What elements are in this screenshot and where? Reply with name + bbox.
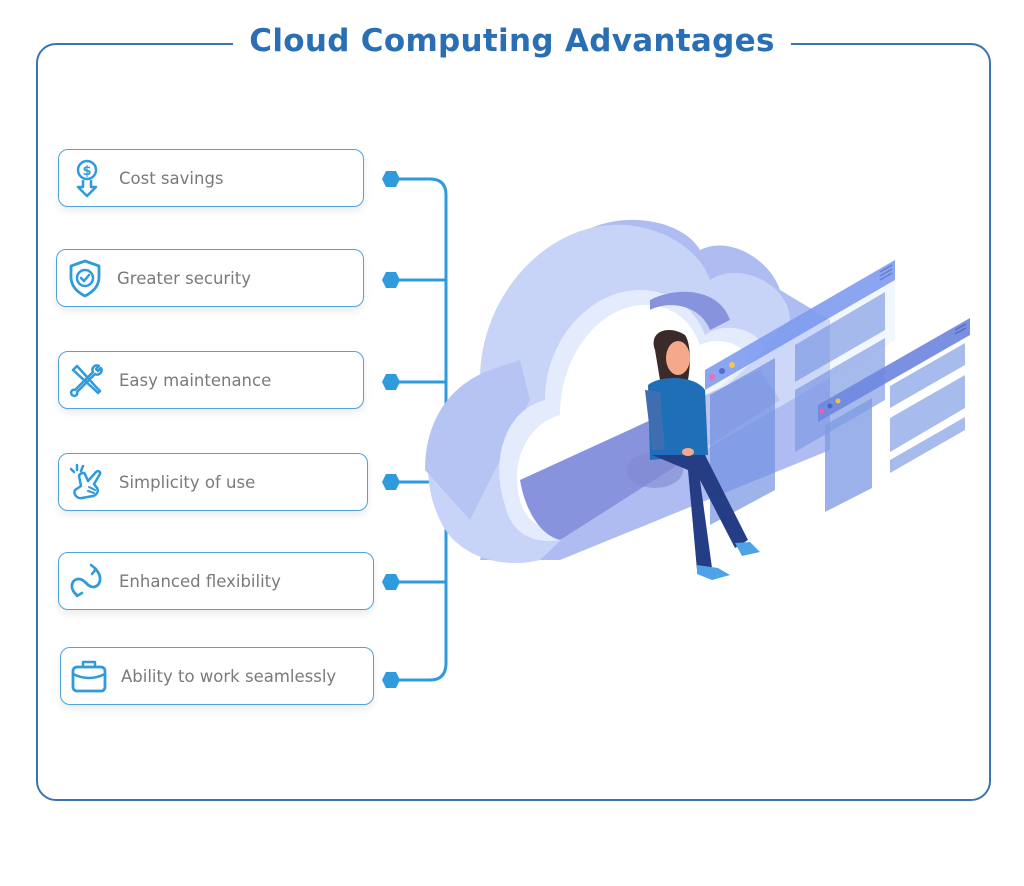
person-figure: [627, 330, 760, 580]
browser-window-large: [705, 260, 895, 525]
hand-click-icon: [67, 462, 107, 502]
advantage-card-greater-security: Greater security: [56, 249, 364, 307]
advantage-card-cost-savings: $ Cost savings: [58, 149, 364, 207]
advantage-label: Easy maintenance: [119, 370, 272, 390]
advantage-card-simplicity-of-use: Simplicity of use: [58, 453, 368, 511]
node-dot-6: [382, 672, 400, 688]
node-dot-5: [382, 574, 400, 590]
advantage-label: Ability to work seamlessly: [121, 666, 337, 686]
advantage-label: Cost savings: [119, 168, 224, 188]
browser-window-small: [818, 318, 970, 512]
node-dot-2: [382, 272, 400, 288]
advantage-card-easy-maintenance: Easy maintenance: [58, 351, 364, 409]
shield-check-icon: [65, 258, 105, 298]
node-dot-3: [382, 374, 400, 390]
cloud-shape: [425, 219, 830, 564]
wrench-screwdriver-icon: [67, 360, 107, 400]
svg-text:$: $: [82, 164, 91, 179]
node-dot-1: [382, 171, 400, 187]
node-dot-4: [382, 474, 400, 490]
advantage-card-enhanced-flexibility: Enhanced flexibility: [58, 552, 374, 610]
advantage-label: Simplicity of use: [119, 472, 256, 492]
advantage-card-ability-to-work-seamlessly: Ability to work seamlessly: [60, 647, 374, 705]
dollar-down-arrow-icon: $: [67, 158, 107, 198]
advantage-label: Enhanced flexibility: [119, 571, 281, 591]
briefcase-icon: [69, 656, 109, 696]
advantage-label: Greater security: [117, 268, 251, 288]
flexible-arrows-icon: [67, 561, 107, 601]
